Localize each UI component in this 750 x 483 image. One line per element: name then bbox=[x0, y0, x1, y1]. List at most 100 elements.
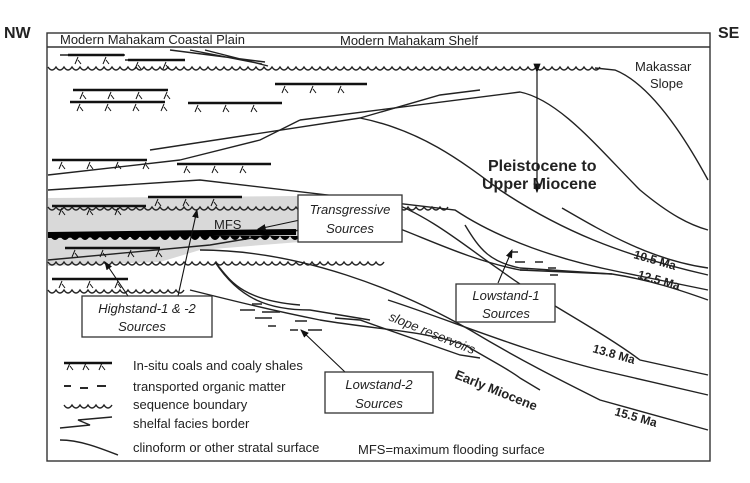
age-label-12-5: 12.5 Ma bbox=[636, 267, 682, 292]
mfs-bump bbox=[130, 236, 140, 240]
coal-tick bbox=[162, 61, 170, 70]
coal-tick bbox=[309, 85, 317, 94]
mfs-bump bbox=[230, 236, 240, 240]
coal-tick bbox=[102, 56, 110, 65]
age-label-15-5: 15.5 Ma bbox=[613, 404, 659, 429]
early-miocene-label: Early Miocene bbox=[453, 367, 540, 414]
lowstand2-sources-callout: Lowstand-2 Sources bbox=[300, 329, 434, 414]
mfs-bump bbox=[170, 236, 180, 240]
coal-tick bbox=[76, 103, 84, 112]
dash-icon bbox=[64, 385, 106, 389]
makassar-slope-label-2: Slope bbox=[650, 76, 683, 91]
svg-text:Lowstand-1: Lowstand-1 bbox=[472, 288, 539, 303]
mfs-bump bbox=[70, 236, 80, 240]
coal-tick bbox=[194, 104, 202, 113]
coal-tick bbox=[99, 249, 107, 258]
mfs-bump bbox=[190, 236, 200, 240]
coal-tick bbox=[183, 165, 191, 174]
svg-text:transported organic matter: transported organic matter bbox=[133, 379, 286, 394]
mfs-bump bbox=[260, 236, 270, 240]
coal-icon bbox=[64, 361, 112, 371]
coastal-plain-label: Modern Mahakam Coastal Plain bbox=[60, 32, 245, 47]
coal-tick bbox=[114, 280, 122, 289]
mfs-bump bbox=[250, 236, 260, 240]
sequence-boundary bbox=[47, 65, 601, 71]
svg-text:sequence boundary: sequence boundary bbox=[133, 397, 248, 412]
svg-text:Highstand-1 & -2: Highstand-1 & -2 bbox=[98, 301, 196, 316]
facies-border-icon bbox=[59, 416, 113, 429]
lowstand1-sources-callout: Lowstand-1 Sources bbox=[455, 248, 556, 323]
shelf-label: Modern Mahakam Shelf bbox=[340, 33, 478, 48]
coal-tick bbox=[104, 103, 112, 112]
mfs-bump bbox=[280, 236, 290, 240]
transgressive-sources-callout: Transgressive Sources bbox=[256, 194, 403, 243]
coal-tick bbox=[86, 207, 94, 216]
mfs-bump bbox=[80, 236, 90, 240]
coal-tick bbox=[114, 207, 122, 216]
clinoforms bbox=[47, 49, 709, 431]
coal-tick bbox=[71, 249, 79, 258]
mfs-bump bbox=[240, 236, 250, 240]
mfs-bump bbox=[140, 236, 150, 240]
coal-tick bbox=[210, 198, 218, 207]
coal-tick bbox=[182, 198, 190, 207]
mfs-bump bbox=[60, 236, 70, 240]
coal-tick bbox=[142, 161, 150, 170]
interval-label: Pleistocene to bbox=[488, 158, 597, 175]
mfs-bumps bbox=[50, 236, 300, 240]
coal-tick bbox=[154, 198, 162, 207]
coal-tick bbox=[155, 249, 163, 258]
clinoform-icon bbox=[59, 439, 119, 456]
coal-tick bbox=[107, 91, 115, 100]
coal-tick bbox=[281, 85, 289, 94]
coal-tick bbox=[163, 91, 171, 100]
coal-ticks bbox=[58, 56, 345, 289]
mfs-label: MFS bbox=[214, 217, 242, 232]
coal-tick bbox=[135, 91, 143, 100]
svg-text:clinoform or other stratal sur: clinoform or other stratal surface bbox=[133, 440, 319, 455]
coal-tick bbox=[58, 161, 66, 170]
interval-label-2: Upper Miocene bbox=[482, 176, 597, 193]
mfs-bump bbox=[110, 236, 120, 240]
coal-tick bbox=[222, 104, 230, 113]
mfs-bump bbox=[210, 236, 220, 240]
svg-text:In-situ coals and coaly shales: In-situ coals and coaly shales bbox=[133, 358, 303, 373]
mfs-bump bbox=[180, 236, 190, 240]
svg-text:MFS=maximum flooding surface: MFS=maximum flooding surface bbox=[358, 442, 545, 457]
svg-text:shelfal facies border: shelfal facies border bbox=[133, 416, 250, 431]
highstand-sources-callout: Highstand-1 & -2 Sources bbox=[81, 208, 213, 338]
mfs-bump bbox=[270, 236, 280, 240]
wavy-icon bbox=[63, 403, 113, 409]
wavy-icon-path bbox=[63, 403, 113, 409]
mfs-bump bbox=[200, 236, 210, 240]
coal-tick bbox=[79, 91, 87, 100]
mfs-bump bbox=[120, 236, 130, 240]
coal-tick bbox=[250, 104, 258, 113]
mfs-bump bbox=[160, 236, 170, 240]
sequence-boundary bbox=[47, 260, 385, 266]
mfs-bump bbox=[50, 236, 60, 240]
coal-tick bbox=[239, 165, 247, 174]
coal-tick bbox=[132, 103, 140, 112]
legend: In-situ coals and coaly shales transport… bbox=[59, 358, 545, 457]
svg-text:Sources: Sources bbox=[118, 319, 166, 334]
mfs-bump bbox=[100, 236, 110, 240]
svg-text:Sources: Sources bbox=[326, 221, 374, 236]
coal-tick bbox=[211, 165, 219, 174]
svg-text:Sources: Sources bbox=[482, 306, 530, 321]
mfs-line bbox=[47, 229, 297, 238]
coal-tick bbox=[86, 161, 94, 170]
age-label-13-8: 13.8 Ma bbox=[591, 341, 637, 366]
nw-label: NW bbox=[4, 25, 32, 42]
svg-text:Lowstand-2: Lowstand-2 bbox=[345, 377, 413, 392]
coal-tick bbox=[86, 280, 94, 289]
coal-tick bbox=[74, 56, 82, 65]
coal-tick bbox=[337, 85, 345, 94]
coal-bars bbox=[52, 53, 367, 281]
mfs-bump bbox=[150, 236, 160, 240]
coal-tick bbox=[114, 161, 122, 170]
svg-text:Sources: Sources bbox=[355, 396, 403, 411]
sequence-boundary bbox=[47, 288, 185, 294]
coal-tick bbox=[134, 61, 142, 70]
mfs-bump bbox=[90, 236, 100, 240]
